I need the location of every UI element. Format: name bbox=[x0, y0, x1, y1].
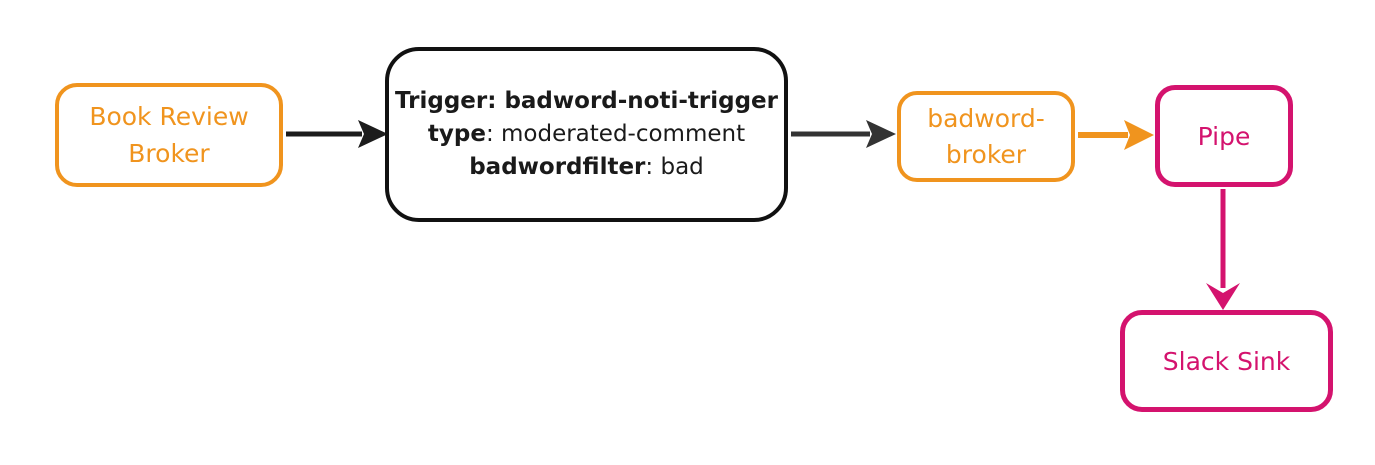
node-pipe: Pipe bbox=[1155, 85, 1293, 187]
trigger-line-2: type: moderated-comment bbox=[427, 121, 746, 147]
arrow-pipe-to-slack bbox=[1206, 189, 1240, 310]
trigger-line-3: badwordfilter: bad bbox=[469, 154, 704, 180]
node-label: Slack Sink bbox=[1162, 346, 1291, 376]
node-trigger: Trigger: badword-noti-trigger type: mode… bbox=[385, 47, 788, 222]
node-slack-sink: Slack Sink bbox=[1120, 310, 1333, 412]
arrow-trigger-to-badword bbox=[791, 120, 896, 148]
node-label: broker bbox=[945, 139, 1027, 169]
node-label: Book Review bbox=[89, 102, 249, 131]
node-book-review-broker: Book Review Broker bbox=[55, 83, 283, 187]
node-badword-broker: badword- broker bbox=[897, 91, 1075, 182]
node-label: Broker bbox=[128, 139, 210, 168]
arrow-badword-to-pipe bbox=[1078, 120, 1154, 150]
arrow-book-to-trigger bbox=[286, 120, 388, 148]
node-label: Pipe bbox=[1197, 121, 1251, 151]
trigger-line-1: Trigger: badword-noti-trigger bbox=[394, 88, 778, 114]
node-label: badword- bbox=[927, 103, 1045, 133]
